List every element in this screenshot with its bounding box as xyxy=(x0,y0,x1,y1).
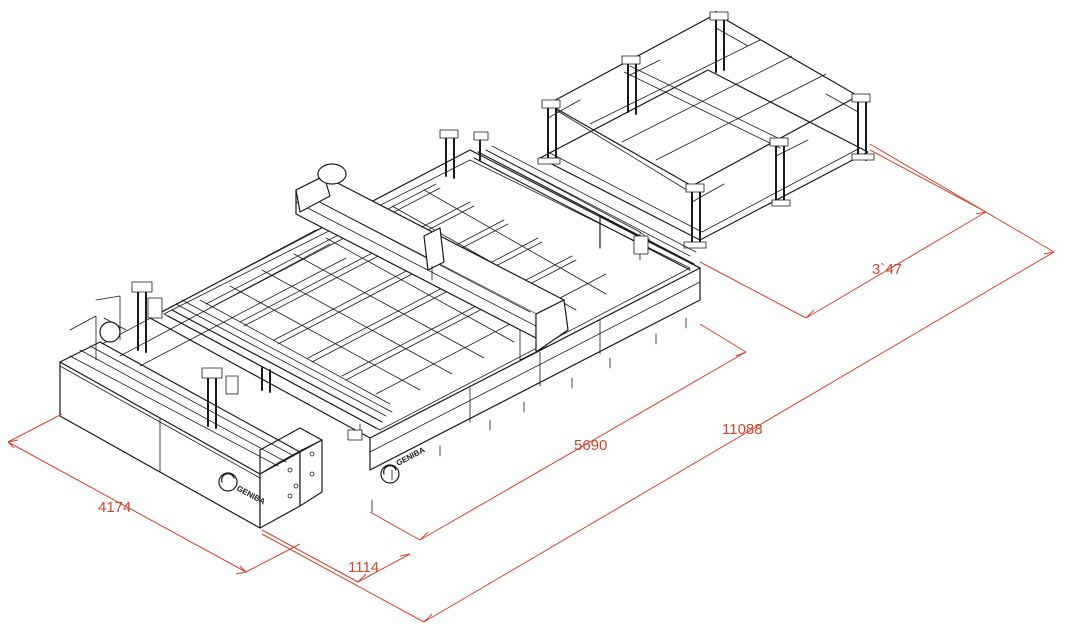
gantry-motor xyxy=(317,163,347,185)
loader-floor-rails xyxy=(539,69,869,241)
cabinet-logo-mark-icon xyxy=(218,472,238,492)
dim-label-front: 1114 xyxy=(348,559,379,576)
rear-clamps xyxy=(445,135,481,179)
gantry xyxy=(295,129,651,361)
table-front-face xyxy=(369,267,701,471)
dim-label-loader: 3`47 xyxy=(872,261,902,278)
dim-line-width xyxy=(7,441,247,573)
cutting-head xyxy=(423,227,445,271)
dim-label-table: 5690 xyxy=(574,437,607,454)
logo-mark-icon xyxy=(380,464,400,484)
loader-middle-bar xyxy=(623,71,781,149)
loader-post-a xyxy=(137,287,147,353)
table-grid-cross xyxy=(205,183,607,395)
dim-line-total xyxy=(423,251,1055,623)
gantry-end-right xyxy=(535,299,569,353)
loader-frame xyxy=(537,11,875,249)
dim-line-table xyxy=(419,351,747,541)
loader-drive xyxy=(99,321,121,343)
dimension-lines: 4174 1114 5690 11088 3`47 xyxy=(7,143,1055,623)
dim-label-total: 11088 xyxy=(722,421,763,438)
table-top-outline xyxy=(149,149,701,439)
loader-top-frame xyxy=(547,13,859,187)
cutting-table xyxy=(149,145,701,481)
loader-floor-inner xyxy=(547,147,861,233)
dim-line-loader xyxy=(805,211,987,319)
loader-post-b xyxy=(207,371,217,429)
front-loading-unit xyxy=(59,229,373,529)
gantry-end-left xyxy=(295,175,331,213)
dim-label-width: 4174 xyxy=(98,499,131,516)
